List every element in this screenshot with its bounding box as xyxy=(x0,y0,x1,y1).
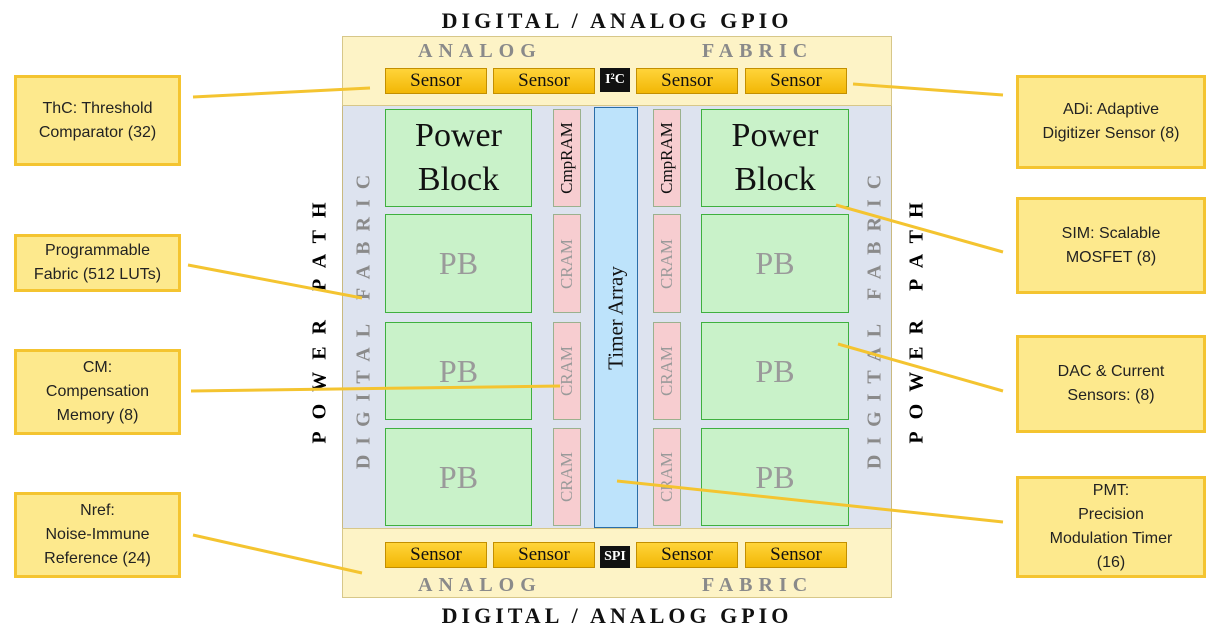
leader-adi xyxy=(852,82,1004,97)
callout-cm: CM: Compensation Memory (8) xyxy=(14,349,181,435)
sensor-bottom-3: Sensor xyxy=(636,542,738,568)
cram-right-1: CRAM xyxy=(653,214,681,313)
callout-nref-line3: Reference (24) xyxy=(44,550,151,567)
callout-dac-line2: Sensors: (8) xyxy=(1067,387,1155,404)
cmpram-right: CmpRAM xyxy=(653,109,681,207)
callout-pmt-line2: Precision xyxy=(1078,506,1144,523)
leader-dac xyxy=(837,342,1004,393)
callout-adi: ADi: Adaptive Digitizer Sensor (8) xyxy=(1016,75,1206,169)
callout-cm-line1: CM: xyxy=(82,359,113,376)
sensor-top-2: Sensor xyxy=(493,68,595,94)
cram-right-2: CRAM xyxy=(653,322,681,420)
callout-sim-line2: MOSFET (8) xyxy=(1065,248,1157,266)
timer-array: Timer Array xyxy=(594,107,638,528)
sensor-top-3: Sensor xyxy=(636,68,738,94)
leader-sim xyxy=(835,203,1004,254)
leader-pmt xyxy=(616,479,1004,524)
analog-label-top: ANALOG xyxy=(418,40,542,62)
sensor-bottom-2: Sensor xyxy=(493,542,595,568)
callout-pmt: PMT: Precision Modulation Timer (16) xyxy=(1016,476,1206,578)
callout-dac-line1: DAC & Current xyxy=(1057,363,1165,380)
power-block-left-line1: Power xyxy=(415,117,502,154)
cmpram-left: CmpRAM xyxy=(553,109,581,207)
callout-thc-line1: ThC: Threshold xyxy=(42,99,153,117)
callout-adi-line2: Digitizer Sensor (8) xyxy=(1042,125,1180,142)
power-block-left-line2: Block xyxy=(417,161,500,198)
pb-left-1: PB xyxy=(385,214,532,313)
spi-badge: SPI xyxy=(600,546,630,568)
callout-prog-fabric-line1: Programmable xyxy=(45,242,150,259)
sensor-top-4: Sensor xyxy=(745,68,847,94)
gpio-title-top: DIGITAL / ANALOG GPIO xyxy=(441,8,793,33)
leader-nref xyxy=(192,533,363,575)
analog-label-bottom: ANALOG xyxy=(418,574,542,596)
sensor-bottom-4: Sensor xyxy=(745,542,847,568)
fabric-label-bottom: FABRIC xyxy=(702,574,814,596)
sensor-top-1: Sensor xyxy=(385,68,487,94)
leader-prog-fabric xyxy=(187,263,363,300)
callout-adi-line1: ADi: Adaptive xyxy=(1062,101,1160,118)
i2c-badge: I²C xyxy=(600,68,630,92)
callout-prog-fabric-line2: Fabric (512 LUTs) xyxy=(33,266,162,283)
callout-cm-line3: Memory (8) xyxy=(56,407,139,424)
callout-sim-line1: SIM: Scalable xyxy=(1061,224,1161,242)
callout-nref-line2: Noise-Immune xyxy=(45,526,150,543)
callout-dac: DAC & Current Sensors: (8) xyxy=(1016,335,1206,433)
callout-pmt-line1: PMT: xyxy=(1092,482,1130,499)
power-block-right-line1: Power xyxy=(731,117,819,154)
cram-left-2: CRAM xyxy=(553,322,581,420)
pb-left-2: PB xyxy=(385,322,532,420)
pb-right-1: PB xyxy=(701,214,849,313)
callout-prog-fabric: Programmable Fabric (512 LUTs) xyxy=(14,234,181,292)
pb-left-3: PB xyxy=(385,428,532,526)
cram-left-3: CRAM xyxy=(553,428,581,526)
gpio-title-bottom: DIGITAL / ANALOG GPIO xyxy=(441,603,793,628)
power-block-left: Power Block xyxy=(385,109,532,207)
leader-cm xyxy=(190,384,561,393)
leader-thc xyxy=(192,86,371,99)
callout-cm-line2: Compensation xyxy=(45,383,150,400)
callout-thc: ThC: Threshold Comparator (32) xyxy=(14,75,181,166)
pb-right-3: PB xyxy=(701,428,849,526)
cram-right-3: CRAM xyxy=(653,428,681,526)
callout-nref-line1: Nref: xyxy=(80,502,115,519)
pb-right-2: PB xyxy=(701,322,849,420)
power-block-right: Power Block xyxy=(701,109,849,207)
sensor-bottom-1: Sensor xyxy=(385,542,487,568)
fabric-label-top: FABRIC xyxy=(702,40,814,62)
callout-nref: Nref: Noise-Immune Reference (24) xyxy=(14,492,181,578)
cram-left-1: CRAM xyxy=(553,214,581,313)
callout-thc-line2: Comparator (32) xyxy=(38,123,157,141)
callout-pmt-line3: Modulation Timer xyxy=(1049,530,1173,547)
callout-sim: SIM: Scalable MOSFET (8) xyxy=(1016,197,1206,294)
callout-pmt-line4: (16) xyxy=(1096,554,1126,571)
power-block-right-line2: Block xyxy=(734,161,816,198)
